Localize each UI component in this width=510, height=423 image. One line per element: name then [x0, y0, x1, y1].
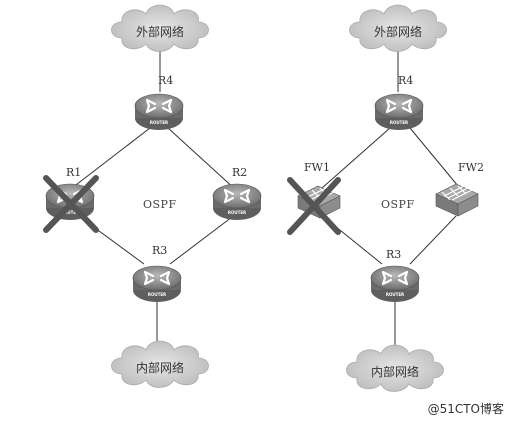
label-r4-right: R4 — [398, 74, 413, 87]
failure-cross-r1 — [43, 175, 99, 233]
router-r4-left: ROUTER — [133, 92, 185, 132]
label-r3-right: R3 — [386, 248, 401, 261]
label-r2: R2 — [232, 166, 247, 179]
ospf-label-right: OSPF — [381, 198, 415, 211]
router-tag: ROUTER — [386, 292, 404, 297]
router-tag: ROUTER — [150, 120, 168, 125]
label-fw1: FW1 — [304, 161, 330, 174]
cloud-internal-left-label: 内部网络 — [136, 360, 184, 375]
cloud-external-left: 外部网络 — [111, 4, 209, 52]
right-links — [321, 50, 459, 350]
firewall-fw2 — [435, 183, 479, 217]
link-r4-r1 — [71, 127, 151, 189]
label-fw2: FW2 — [458, 161, 484, 174]
router-tag: ROUTER — [148, 292, 166, 297]
router-r2: ROUTER — [211, 182, 263, 222]
watermark: @51CTO博客 — [427, 402, 504, 416]
label-r1: R1 — [66, 166, 81, 179]
router-r4-right: ROUTER — [373, 92, 425, 132]
router-tag: ROUTER — [228, 210, 246, 215]
router-r3-right: ROUTER — [369, 264, 421, 304]
cloud-internal-right: 内部网络 — [346, 344, 444, 392]
cloud-external-right-label: 外部网络 — [374, 24, 422, 39]
router-r3-left: ROUTER — [131, 264, 183, 304]
router-tag: ROUTER — [61, 210, 79, 215]
link-r2-r3 — [169, 213, 237, 265]
link-r4-fw2 — [409, 127, 459, 187]
label-r4-left: R4 — [158, 74, 173, 87]
ospf-label-left: OSPF — [143, 198, 177, 211]
failure-cross-fw1 — [287, 177, 341, 235]
router-r1: ROUTER — [44, 182, 96, 222]
cloud-external-right: 外部网络 — [349, 4, 447, 52]
label-r3-left: R3 — [152, 244, 167, 257]
link-r4-fw1 — [321, 127, 391, 189]
cloud-internal-right-label: 内部网络 — [371, 364, 419, 379]
link-fw2-r3 — [409, 215, 457, 265]
cloud-internal-left: 内部网络 — [111, 340, 209, 388]
router-tag: ROUTER — [390, 120, 408, 125]
link-r4-r2 — [167, 127, 237, 191]
cloud-external-left-label: 外部网络 — [136, 24, 184, 39]
